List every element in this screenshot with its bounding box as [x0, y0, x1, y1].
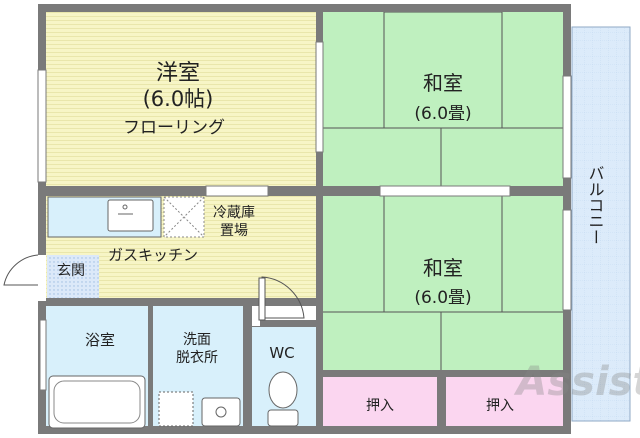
windows: [37, 41, 572, 391]
closet-left-floor: [323, 377, 437, 432]
closet-right-floor: [446, 377, 563, 432]
japanese-room-bottom-floor: [323, 196, 563, 370]
bath-label: 浴室: [85, 331, 115, 349]
wc-door-swing: [261, 276, 305, 319]
western-room-floor-type: フローリング: [123, 118, 225, 138]
toilet-label: WC: [269, 344, 294, 362]
washroom-label-line2: 脱衣所: [176, 350, 218, 366]
tatami-lines-top: [323, 11, 563, 186]
bathtub: [48, 375, 146, 429]
toilet-bowl: [268, 371, 298, 409]
closet-left-label: 押入: [366, 398, 394, 414]
fridge-label-line1: 冷蔵庫: [213, 204, 255, 221]
japanese-room-top-name: 和室: [423, 71, 463, 95]
japanese-room-bottom-name: 和室: [423, 256, 463, 280]
japanese-room-bottom-size: (6.0畳): [414, 288, 471, 308]
washroom-label-line1: 洗面: [183, 332, 211, 348]
japanese-room-top-floor: [323, 12, 563, 186]
western-room-name: 洋室: [156, 61, 200, 86]
watermark-logo: Assist: [513, 359, 640, 405]
entrance-door-swing: [3, 254, 39, 286]
western-room-size: (6.0帖): [143, 87, 214, 111]
fridge-label-line2: 置場: [220, 223, 248, 239]
washbasin: [201, 397, 241, 427]
svg-text:Assist: Assist: [513, 359, 640, 405]
kitchen-label: ガスキッチン: [108, 246, 198, 264]
sink-icon: [107, 199, 154, 232]
toilet-tank: [267, 409, 299, 427]
washing-machine-space: [158, 391, 194, 427]
entrance-floor: [47, 255, 99, 301]
balcony-floor: [571, 26, 631, 422]
entrance-label: 玄関: [57, 262, 85, 279]
western-room-floor: [45, 12, 316, 186]
balcony-label: バルコニー: [586, 165, 605, 245]
closet-right-label: 押入: [486, 398, 514, 414]
japanese-room-top-size: (6.0畳): [414, 104, 471, 124]
